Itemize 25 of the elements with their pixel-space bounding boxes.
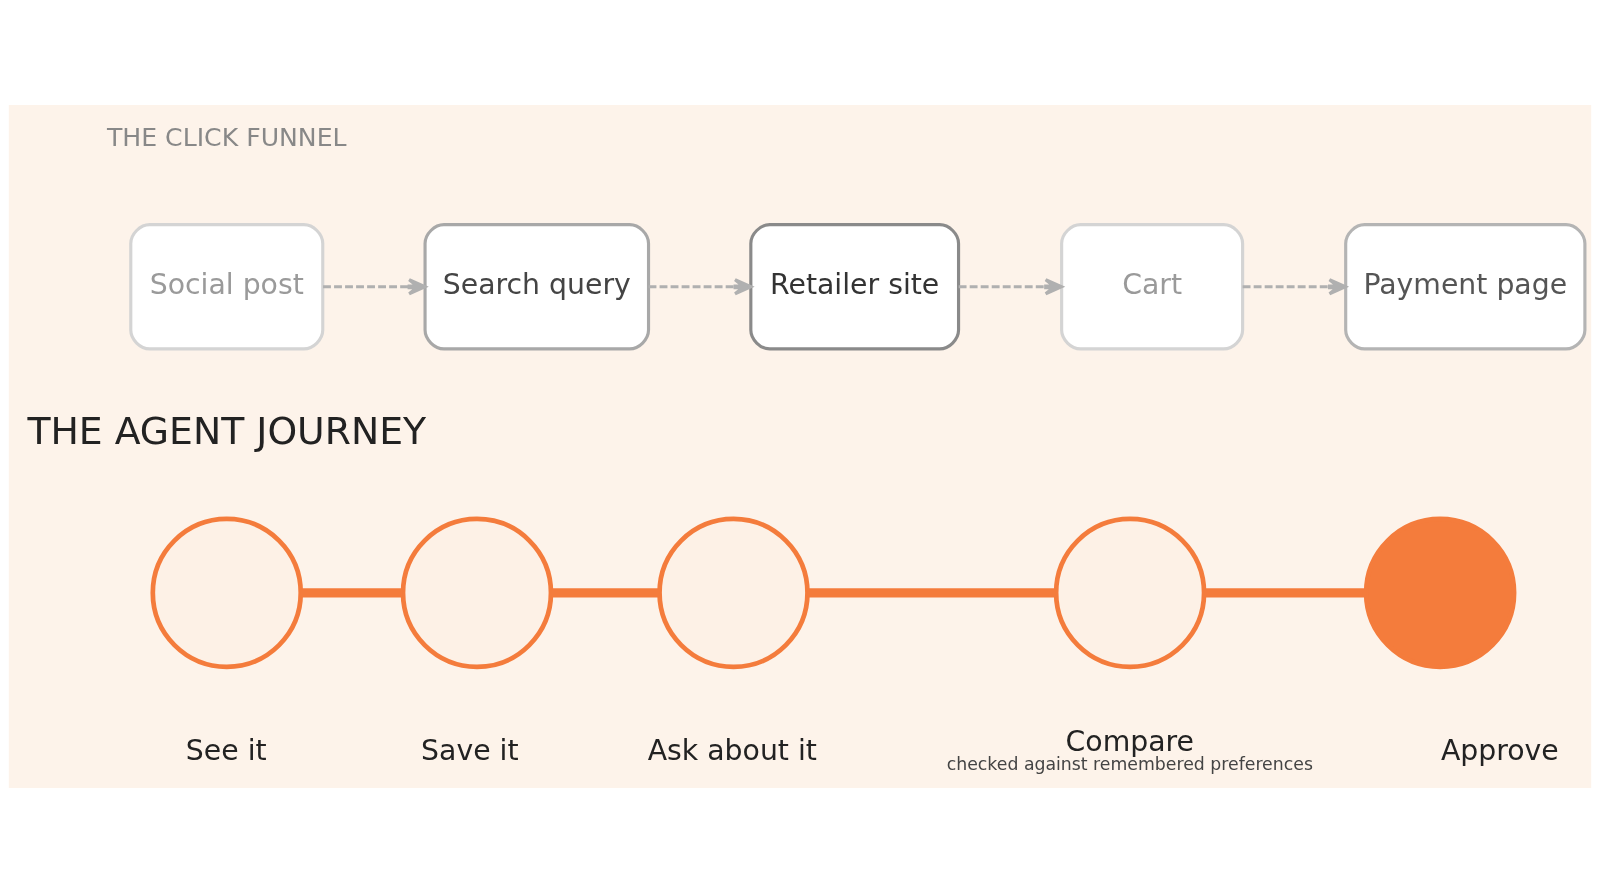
node-circle: [150, 516, 304, 670]
node-box: Cart: [1060, 223, 1245, 351]
connector: [807, 588, 1056, 598]
node-label: Ask about it: [647, 733, 817, 767]
node-box: Retailer site: [749, 223, 961, 351]
arrow: [1242, 278, 1347, 296]
label: THE AGENT JOURNEY: [27, 408, 427, 453]
node-label: Save it: [421, 733, 519, 767]
connector: [301, 588, 403, 598]
node-circle: [1053, 516, 1207, 670]
label: THE CLICK FUNNEL: [106, 122, 347, 152]
connector: [551, 588, 660, 598]
node-label: Approve: [1440, 733, 1559, 767]
node-box: Social post: [129, 223, 325, 351]
node-circle: [1363, 516, 1517, 670]
node-circle: [400, 516, 554, 670]
arrow: [958, 278, 1063, 296]
node-box: Search query: [423, 223, 651, 351]
arrow: [323, 278, 427, 296]
node-label: Compare: [1065, 724, 1194, 758]
node-label: See it: [185, 733, 267, 767]
node-box: Payment page: [1344, 223, 1587, 351]
arrow: [648, 278, 753, 296]
connector: [1204, 588, 1367, 598]
node-circle: [657, 516, 810, 670]
